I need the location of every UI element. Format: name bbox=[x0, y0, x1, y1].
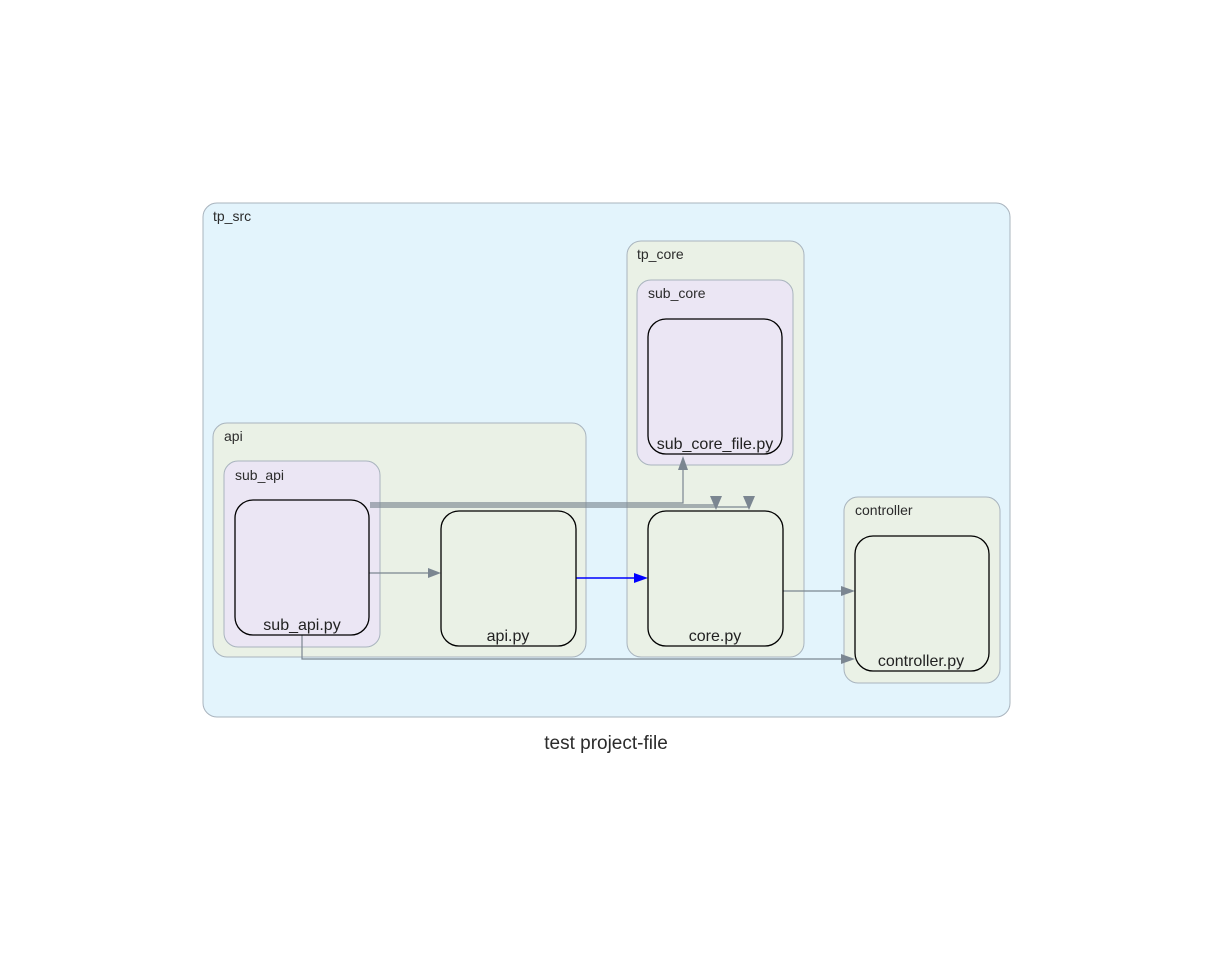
edge-sub-api-to-controller bbox=[301, 635, 841, 660]
node-sub-core-file-py-box[interactable] bbox=[647, 318, 783, 455]
node-api-py-label: api.py bbox=[487, 628, 530, 645]
cluster-sub-core-label: sub_core bbox=[648, 285, 706, 301]
node-sub-core-file-py[interactable]: sub_core_file.py bbox=[647, 318, 783, 455]
arrowhead-sub-api-to-api bbox=[428, 568, 441, 578]
node-sub-api-py-box[interactable] bbox=[234, 499, 370, 636]
node-sub-api-py-label: sub_api.py bbox=[263, 617, 340, 634]
arrowhead-sub-api-to-core-1 bbox=[710, 496, 722, 510]
cluster-tp-core-label: tp_core bbox=[637, 246, 684, 262]
node-sub-api-py[interactable]: sub_api.py bbox=[234, 499, 370, 636]
node-controller-py[interactable]: controller.py bbox=[854, 535, 990, 672]
node-controller-py-label: controller.py bbox=[878, 653, 964, 670]
edge-sub-api-to-sub-core-file bbox=[370, 469, 684, 504]
arrowhead-api-to-core bbox=[634, 573, 648, 583]
cluster-sub-api-label: sub_api bbox=[235, 467, 284, 483]
edges bbox=[301, 456, 855, 664]
arrowhead-sub-api-to-controller bbox=[841, 654, 855, 664]
diagram-caption: test project-file bbox=[544, 733, 668, 754]
cluster-tp-src-label: tp_src bbox=[213, 208, 251, 224]
arrowhead-sub-api-to-core-2 bbox=[743, 496, 755, 510]
node-api-py[interactable]: api.py bbox=[440, 510, 577, 647]
node-core-py-box[interactable] bbox=[647, 510, 784, 647]
arrowhead-sub-api-to-sub-core-file bbox=[678, 456, 688, 470]
node-controller-py-box[interactable] bbox=[854, 535, 990, 672]
arrowhead-core-to-controller bbox=[841, 586, 855, 596]
cluster-api-label: api bbox=[224, 428, 243, 444]
node-sub-core-file-py-label: sub_core_file.py bbox=[657, 436, 774, 453]
node-core-py-label: core.py bbox=[689, 628, 741, 645]
node-api-py-box[interactable] bbox=[440, 510, 577, 647]
cluster-controller-label: controller bbox=[855, 502, 913, 518]
node-core-py[interactable]: core.py bbox=[647, 510, 784, 647]
